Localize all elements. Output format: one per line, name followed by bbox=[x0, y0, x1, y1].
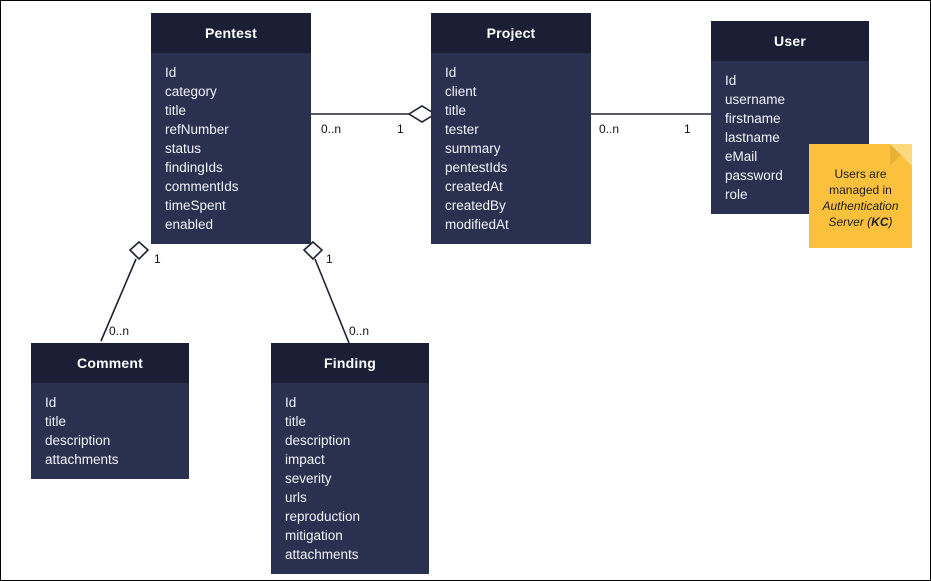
class-finding-title: Finding bbox=[271, 343, 429, 383]
attribute-row: title bbox=[45, 414, 67, 429]
attribute-row: title bbox=[165, 103, 187, 118]
attribute-row: eMail bbox=[725, 149, 758, 164]
multiplicity-pentest-project-right: 1 bbox=[397, 122, 404, 136]
attribute-row: client bbox=[445, 84, 477, 99]
note-line-3-text: Authentication bbox=[822, 199, 899, 213]
attribute-row: createdAt bbox=[445, 179, 503, 194]
attribute-row: description bbox=[285, 433, 351, 448]
attribute-row: password bbox=[725, 168, 783, 183]
attribute-row: urls bbox=[285, 490, 307, 505]
class-pentest-attributes: Id category title refNumber status findi… bbox=[151, 53, 311, 244]
attribute-row: Id bbox=[285, 395, 297, 410]
class-finding-attributes: Id title description impact severity url… bbox=[271, 383, 429, 574]
class-comment-attributes: Id title description attachments bbox=[31, 383, 189, 479]
class-comment-title: Comment bbox=[31, 343, 189, 383]
attribute-row: tester bbox=[445, 122, 479, 137]
attribute-row: username bbox=[725, 92, 786, 107]
multiplicity-pentest-finding-bottom: 0..n bbox=[349, 324, 370, 338]
note-fold-icon bbox=[890, 144, 912, 166]
multiplicity-pentest-comment-bottom: 0..n bbox=[109, 324, 130, 338]
attribute-row: pentestIds bbox=[445, 160, 508, 175]
note-line-1: Users are bbox=[834, 167, 887, 181]
attribute-row: modifiedAt bbox=[445, 217, 509, 232]
attribute-row: Id bbox=[45, 395, 57, 410]
attribute-row: category bbox=[165, 84, 217, 99]
note-line-4-bold: KC bbox=[871, 215, 889, 229]
attribute-row: title bbox=[445, 103, 467, 118]
attribute-row: timeSpent bbox=[165, 198, 226, 213]
class-project-title: Project bbox=[431, 13, 591, 53]
class-project-attributes: Id client title tester summary pentestId… bbox=[431, 53, 591, 244]
attribute-row: enabled bbox=[165, 217, 214, 232]
attribute-row: lastname bbox=[725, 130, 780, 145]
attribute-row: severity bbox=[285, 471, 332, 486]
sticky-note-user[interactable]: Users are managed in Authentication Serv… bbox=[809, 144, 912, 248]
attribute-row: commentIds bbox=[165, 179, 239, 194]
attribute-row: Id bbox=[725, 73, 737, 88]
class-user-attributes: Id username firstname lastname eMail pas… bbox=[711, 61, 869, 214]
note-line-4-prefix: Server ( bbox=[828, 215, 872, 229]
multiplicity-pentest-project-left: 0..n bbox=[321, 122, 342, 136]
attribute-row: mitigation bbox=[285, 528, 343, 543]
note-line-2: managed in bbox=[829, 183, 892, 197]
attribute-row: role bbox=[725, 187, 748, 202]
class-user-title: User bbox=[711, 21, 869, 61]
multiplicity-project-user-right: 1 bbox=[684, 122, 691, 136]
class-project[interactable]: Project Id client title tester summary p… bbox=[431, 13, 591, 244]
attribute-row: Id bbox=[445, 65, 457, 80]
note-line-3: Authentication bbox=[817, 198, 904, 214]
class-finding[interactable]: Finding Id title description impact seve… bbox=[271, 343, 429, 574]
edge-pentest-project bbox=[311, 105, 437, 123]
class-comment[interactable]: Comment Id title description attachments bbox=[31, 343, 189, 479]
attribute-row: firstname bbox=[725, 111, 781, 126]
attribute-row: refNumber bbox=[165, 122, 229, 137]
attribute-row: reproduction bbox=[285, 509, 361, 524]
attribute-row: createdBy bbox=[445, 198, 506, 213]
attribute-row: attachments bbox=[285, 547, 359, 562]
attribute-row: Id bbox=[165, 65, 177, 80]
attribute-row: impact bbox=[285, 452, 325, 467]
multiplicity-project-user-left: 0..n bbox=[599, 122, 620, 136]
multiplicity-pentest-comment-top: 1 bbox=[154, 252, 161, 266]
class-pentest-title: Pentest bbox=[151, 13, 311, 53]
note-line-4-suffix: ) bbox=[888, 215, 893, 229]
note-line-4: Server (KC) bbox=[817, 214, 904, 230]
attribute-row: description bbox=[45, 433, 111, 448]
attribute-row: status bbox=[165, 141, 202, 156]
class-pentest[interactable]: Pentest Id category title refNumber stat… bbox=[151, 13, 311, 244]
attribute-row: title bbox=[285, 414, 307, 429]
attribute-row: findingIds bbox=[165, 160, 223, 175]
attribute-row: summary bbox=[445, 141, 501, 156]
attribute-row: attachments bbox=[45, 452, 119, 467]
multiplicity-pentest-finding-top: 1 bbox=[326, 252, 333, 266]
